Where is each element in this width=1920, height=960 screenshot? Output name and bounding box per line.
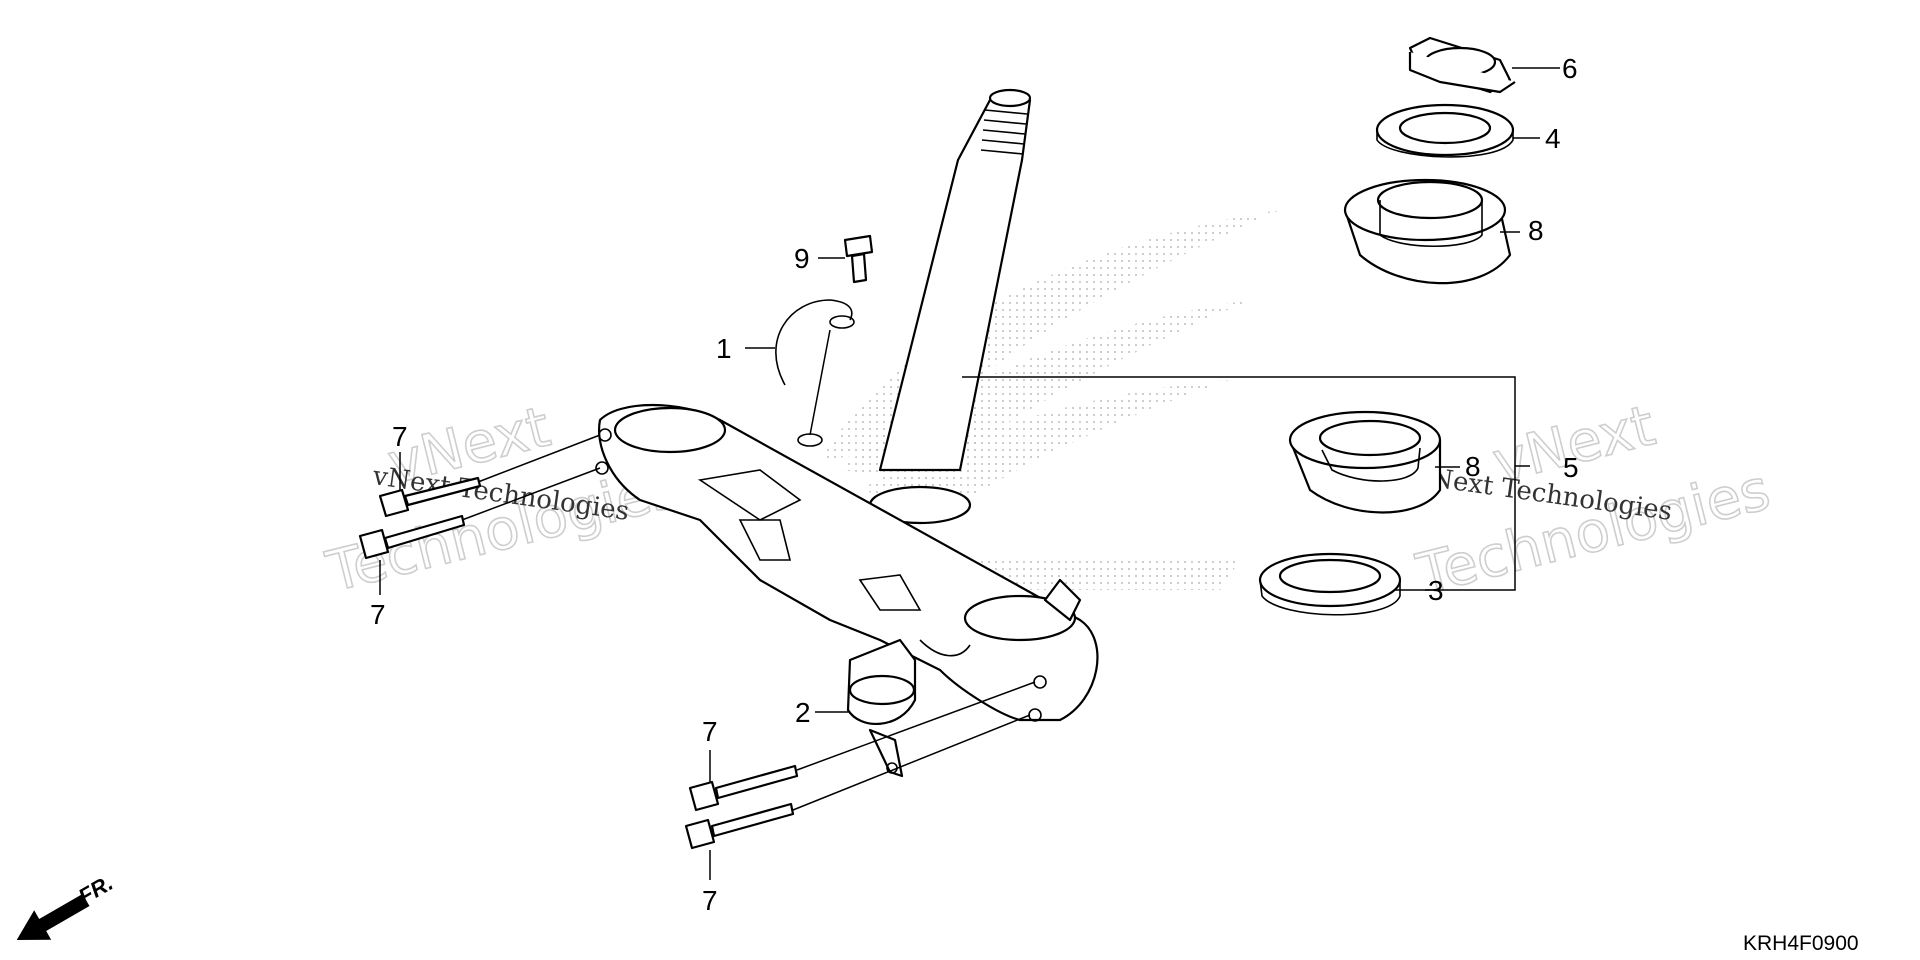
callout-7-upper-left: 7 bbox=[392, 421, 408, 452]
callout-6: 6 bbox=[1562, 53, 1578, 84]
callout-3: 3 bbox=[1428, 575, 1444, 606]
diagram-code: KRH4F0900 bbox=[1743, 932, 1859, 955]
callout-7-upper-bottom: 7 bbox=[702, 716, 718, 747]
lower-race bbox=[1258, 552, 1402, 616]
flange-bolt-9 bbox=[843, 234, 874, 284]
bolt-alignment-lines bbox=[461, 329, 1036, 811]
hose-guide bbox=[775, 299, 855, 386]
pinch-bolt-upper-bottom bbox=[688, 764, 799, 812]
callout-8-lower: 8 bbox=[1465, 451, 1481, 482]
callout-8-upper: 8 bbox=[1528, 215, 1544, 246]
assembly-bracket bbox=[962, 376, 1530, 591]
pinch-bolt-lower-left bbox=[358, 514, 466, 560]
front-arrow-icon bbox=[16, 893, 90, 940]
dust-seal bbox=[1375, 103, 1515, 158]
leader-lines bbox=[379, 67, 1560, 880]
callout-4: 4 bbox=[1545, 123, 1561, 154]
steering-nut bbox=[1408, 36, 1516, 94]
callout-7-lower-bottom: 7 bbox=[702, 885, 718, 916]
upper-bearing bbox=[1343, 178, 1512, 285]
hose-clamp bbox=[846, 638, 917, 778]
callouts: 1 2 3 4 5 6 7 7 7 7 8 8 9 bbox=[370, 53, 1579, 916]
callout-2: 2 bbox=[795, 697, 811, 728]
bottom-bridge bbox=[595, 403, 1099, 722]
pinch-bolt-upper-left bbox=[378, 476, 482, 518]
callout-5: 5 bbox=[1563, 452, 1579, 483]
callout-7-lower-left: 7 bbox=[370, 599, 386, 630]
callout-9: 9 bbox=[794, 243, 810, 274]
callout-1: 1 bbox=[716, 333, 732, 364]
pinch-bolt-lower-bottom bbox=[684, 802, 795, 850]
lower-bearing bbox=[1288, 410, 1442, 514]
